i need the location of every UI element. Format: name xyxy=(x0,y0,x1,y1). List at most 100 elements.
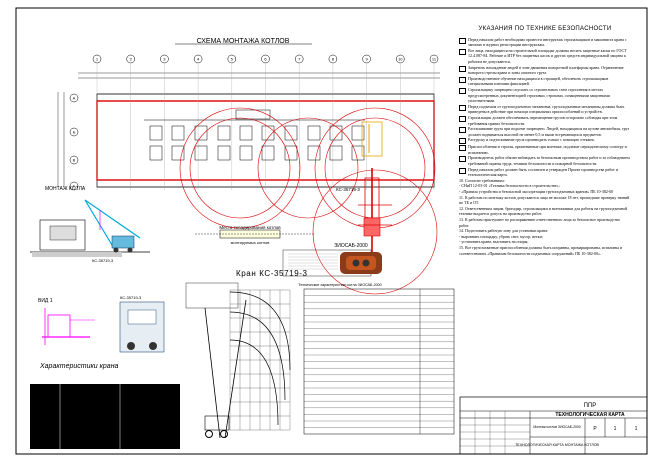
boiler-unit xyxy=(239,125,253,141)
boiler-unit xyxy=(284,125,298,141)
column-marker xyxy=(92,54,102,64)
characteristics-table xyxy=(30,384,180,449)
safety-extra-list: - СНиП 12-03-01 «Техника безопасности в … xyxy=(459,183,631,256)
safety-note-text: Раструску и подтаскивание груза производ… xyxy=(468,137,595,143)
boiler-unit xyxy=(171,145,185,161)
boiler-title: ЗИОСАБ-2000 xyxy=(334,243,368,249)
safety-note-text: Перед началом работ необходимо провести … xyxy=(468,36,627,48)
safety-note-item: Перед подъемом от грузоподъемного механи… xyxy=(459,104,631,115)
boiler-unit xyxy=(329,125,343,141)
checkbox-icon xyxy=(459,65,466,72)
safety-extra-line: - «Правила устройства и безопасной экспл… xyxy=(459,189,614,195)
checkbox-icon xyxy=(459,87,466,94)
boiler-unit xyxy=(261,145,275,161)
load-curve xyxy=(229,311,286,401)
checkbox-icon xyxy=(459,37,466,44)
column-marker xyxy=(429,54,439,64)
column-marker xyxy=(126,54,135,64)
safety-note-item: Стропальщику запрещено спускать со строи… xyxy=(459,87,631,104)
safety-note-text: Производственное обучение находящихся в … xyxy=(468,75,609,87)
boiler-unit xyxy=(194,145,208,161)
title-drawing-name: ТЕХНОЛОГИЧЕСКАЯ КАРТА МОНТАЖА КОТЛОВ xyxy=(515,443,599,447)
row-marker xyxy=(69,181,79,191)
row-markers: А Б В Г xyxy=(69,93,79,191)
checkbox-icon xyxy=(459,156,466,163)
row-marker-label: В xyxy=(73,158,76,163)
crane-view-1: ВИД 1 КС-35719-3 xyxy=(38,295,165,353)
column-marker-label: 7 xyxy=(298,57,301,62)
safety-extra-line: - установить крана, выставить на опоры; xyxy=(459,239,529,245)
checkbox-icon xyxy=(459,115,466,122)
title-sheet-title: ТЕХНОЛОГИЧЕСКАЯ КАРТА xyxy=(555,412,625,418)
section-view: МОНТАЖ КОТЛА КС-35719-3 xyxy=(30,186,150,263)
load-curve xyxy=(229,339,279,426)
safety-extra-line: 14. Подготовить рабочую зону для установ… xyxy=(459,228,549,234)
row-marker-label: Б xyxy=(73,130,76,135)
column-marker xyxy=(227,54,237,64)
safety-extra-line: 15. Все грузозахватные приспособления до… xyxy=(459,244,623,256)
boiler-detail: ЗИОСАБ-2000 xyxy=(282,243,382,277)
spec-table-title: Технические характеристики котла ЗИОСАБ-… xyxy=(298,283,381,287)
column-marker-label: 10 xyxy=(398,57,403,62)
title-stage: Р xyxy=(593,426,597,432)
safety-note-text: Стропальщику запрещено спускать со строи… xyxy=(468,86,610,104)
boiler-unit xyxy=(171,125,185,141)
boiler-spec-table: Технические характеристики котла ЗИОСАБ-… xyxy=(298,283,455,435)
checkbox-icon xyxy=(459,138,466,145)
boiler-unit xyxy=(307,125,321,141)
title-code: ППР xyxy=(584,403,597,409)
column-marker xyxy=(160,54,169,64)
boiler-unit xyxy=(217,145,231,161)
safety-note-text: Перед началом работ должен быть составле… xyxy=(468,166,618,178)
safety-note-item: Приспособления и стропы, применяемые при… xyxy=(459,144,631,155)
row-marker-label: А xyxy=(73,96,76,101)
column-marker-label: 6 xyxy=(264,57,267,62)
column-marker-label: 3 xyxy=(163,57,166,62)
safety-note-item: Стропальщик должен обеспечивать перемеще… xyxy=(459,115,631,126)
column-marker-label: 1 xyxy=(96,57,99,62)
section-title: МОНТАЖ КОТЛА xyxy=(45,186,86,192)
column-marker xyxy=(261,54,270,64)
column-marker-label: 9 xyxy=(365,57,368,62)
checkbox-icon xyxy=(459,48,466,55)
safety-note-text: Перед подъемом от грузоподъемного механи… xyxy=(468,103,625,115)
column-marker-label: 8 xyxy=(332,57,335,62)
safety-note-text: Стропальщик должен обеспечивать перемеще… xyxy=(468,114,618,126)
safety-note-text: Растаскивание груза при подъеме запрещен… xyxy=(468,126,630,137)
safety-note-text: Приспособления и стропы, применяемые при… xyxy=(468,144,627,155)
column-marker xyxy=(396,54,405,64)
section-crane-label: КС-35719-3 xyxy=(92,258,114,263)
row-marker xyxy=(69,93,79,103)
safety-extra-line: 13. К работам приступают по распоряжению… xyxy=(459,217,620,228)
boiler-unit xyxy=(149,145,163,161)
safety-notes-list: Перед началом работ необходимо провести … xyxy=(459,37,631,178)
safety-notes: УКАЗАНИЯ ПО ТЕХНИКЕ БЕЗОПАСНОСТИ Перед н… xyxy=(459,26,631,256)
boiler-unit xyxy=(351,145,365,161)
storage-label: Место складирования котлов xyxy=(219,225,281,230)
view1-label: КС-35719-3 xyxy=(120,295,142,300)
boiler-unit xyxy=(194,125,208,141)
column-marker-label: 5 xyxy=(231,57,234,62)
row-marker-label: Г xyxy=(73,184,76,189)
boiler-unit xyxy=(239,145,253,161)
load-curve xyxy=(229,291,291,371)
safety-extra-line: 11. К работам по монтажу котлов допускаю… xyxy=(459,194,630,206)
boiler-units xyxy=(149,125,365,161)
column-marker-label: 2 xyxy=(130,57,133,62)
safety-extra-line: 12. Ответственным лицам, бригадир, строп… xyxy=(459,205,628,217)
safety-extra-line: - выровнять площадку, убрать снег, мусор… xyxy=(459,233,543,239)
plan-title: СХЕМА МОНТАЖА КОТЛОВ xyxy=(197,38,290,45)
row-marker xyxy=(69,155,79,165)
safety-extra-title: 10. Согласно требованиям: xyxy=(459,177,505,183)
safety-note-text: Все лица, находящиеся на строительной пл… xyxy=(468,47,627,64)
safety-note-item: Запретить нахождение людей в зоне движен… xyxy=(459,65,631,76)
title-sheet: 1 xyxy=(614,426,617,432)
checkbox-icon xyxy=(459,127,466,134)
boiler-unit xyxy=(261,125,275,141)
safety-note-item: Перед началом работ должен быть составле… xyxy=(459,167,631,178)
boiler-unit xyxy=(329,145,343,161)
safety-notes-title: УКАЗАНИЯ ПО ТЕХНИКЕ БЕЗОПАСНОСТИ xyxy=(478,26,612,32)
view1-title: ВИД 1 xyxy=(38,298,53,304)
column-marker xyxy=(328,54,338,64)
